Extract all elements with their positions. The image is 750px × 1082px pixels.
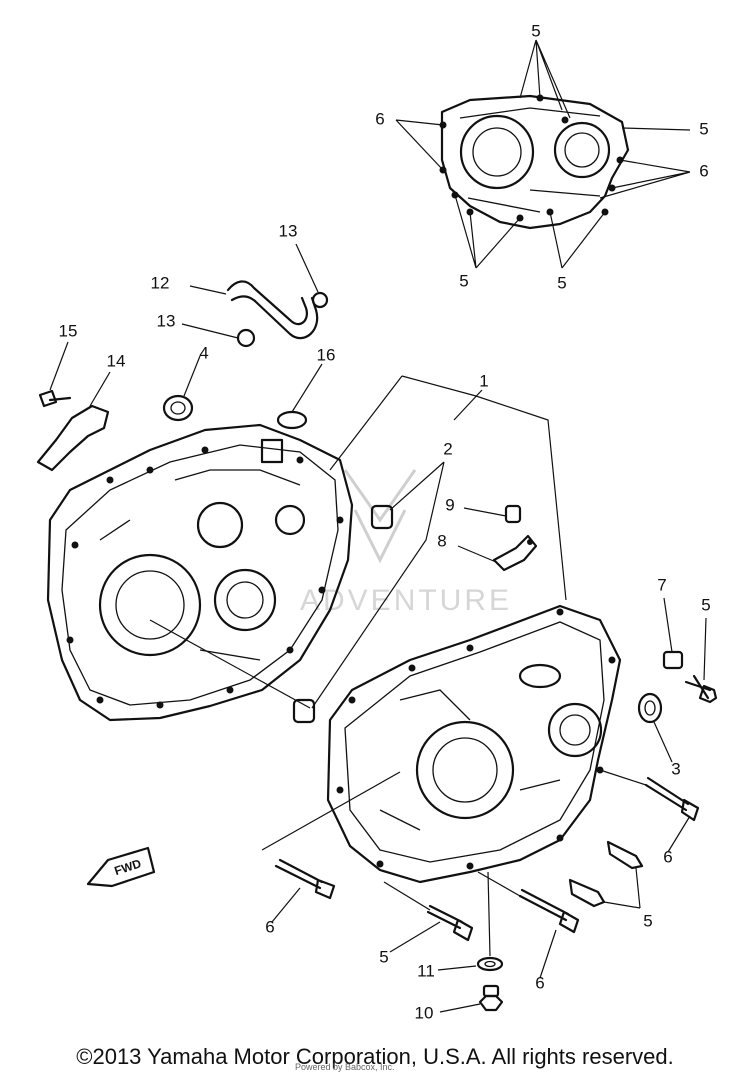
leader-14 xyxy=(89,371,111,407)
callout-7: 7 xyxy=(657,575,666,594)
callout-12: 12 xyxy=(151,273,170,292)
callout-1: 1 xyxy=(479,371,488,390)
callout-14: 14 xyxy=(107,351,126,370)
leader-12 xyxy=(189,285,227,295)
callout-4: 4 xyxy=(199,343,208,362)
callout-labels: 5 6 5 6 5 5 13 12 13 15 14 4 16 1 2 9 8 … xyxy=(59,21,711,1022)
alignment-line xyxy=(149,619,311,709)
screw-9 xyxy=(504,504,522,524)
callout-10: 10 xyxy=(415,1003,434,1022)
callout-9: 9 xyxy=(445,495,454,514)
leader-3 xyxy=(653,721,673,763)
callout-16: 16 xyxy=(317,345,336,364)
callout-6-inset-right: 6 xyxy=(699,161,708,180)
leader-10 xyxy=(439,1003,481,1013)
leader-7 xyxy=(663,597,673,653)
callout-5-bottom: 5 xyxy=(379,947,388,966)
bolt-5-bottom xyxy=(426,904,474,942)
leader-6-right xyxy=(667,815,691,853)
copyright-notice: ©2013 Yamaha Motor Corporation, U.S.A. A… xyxy=(76,1044,674,1069)
fwd-label: FWD xyxy=(113,856,144,878)
drain-plug-10 xyxy=(478,984,504,1012)
leader-16 xyxy=(291,363,323,413)
callout-3: 3 xyxy=(671,759,680,778)
crankcase-exploded-diagram: ADVENTURE xyxy=(36,21,718,1022)
bolt-6-bottom-left xyxy=(274,858,336,900)
callout-5-top: 5 xyxy=(531,21,540,40)
drain-axis xyxy=(487,871,491,957)
callout-13-upper: 13 xyxy=(279,221,298,240)
leader-5-right xyxy=(603,867,641,909)
callout-5-inset-bottom-left: 5 xyxy=(459,271,468,290)
bolt-5-upper-right xyxy=(684,674,718,704)
callout-6-left: 6 xyxy=(265,917,274,936)
oil-seal-3 xyxy=(637,692,663,724)
callout-5-inset-bottom-right: 5 xyxy=(557,273,566,292)
bolt-6-right xyxy=(644,776,700,822)
bolt-6-bottom-right xyxy=(518,888,580,934)
dowel-pin-lower xyxy=(292,698,316,724)
leader-6-right-b xyxy=(599,769,647,786)
breather-hose xyxy=(226,280,329,348)
leader-13a xyxy=(295,243,319,293)
watermark-logo-icon xyxy=(343,469,417,564)
callout-13-lower: 13 xyxy=(157,311,176,330)
callout-5-right-bottom: 5 xyxy=(643,911,652,930)
leader-5-upper-right xyxy=(703,617,707,681)
callout-8: 8 xyxy=(437,531,446,550)
watermark-text: ADVENTURE xyxy=(300,584,512,617)
leader-6-bottom-right xyxy=(539,929,557,979)
callout-15: 15 xyxy=(59,321,78,340)
callout-2: 2 xyxy=(443,439,452,458)
callout-6-bottom: 6 xyxy=(535,973,544,992)
inset-leader-lines xyxy=(395,39,691,269)
callout-6-right: 6 xyxy=(663,847,672,866)
leader-1b xyxy=(329,375,483,471)
bolt-15 xyxy=(38,389,72,408)
callout-6-inset-left: 6 xyxy=(375,109,384,128)
leader-15 xyxy=(49,341,69,391)
crankcase-inset-drawing xyxy=(439,94,630,230)
leader-8 xyxy=(457,545,497,563)
bracket-14 xyxy=(36,404,110,472)
leader-4 xyxy=(183,355,201,397)
leader-9 xyxy=(463,507,507,517)
bolt-5-right-b xyxy=(568,878,606,908)
dowel-pin-upper xyxy=(370,504,394,530)
leader-6-bottom-left xyxy=(271,887,301,923)
callout-5-right-top: 5 xyxy=(701,595,710,614)
leader-11 xyxy=(437,965,477,971)
leader-6-bottom-left-a xyxy=(261,771,401,851)
right-crankcase-half xyxy=(326,604,622,884)
leader-2 xyxy=(311,461,445,709)
powered-by-credit: Powered by Babcox, Inc. xyxy=(295,1062,395,1072)
leader-6-bottom-right-b xyxy=(477,871,521,897)
leader-13b xyxy=(181,323,239,339)
leader-5-bottom-b xyxy=(383,881,431,911)
fwd-arrow-icon: FWD xyxy=(86,846,156,888)
washer-11 xyxy=(476,956,504,972)
leader-1a xyxy=(401,375,567,601)
callout-11: 11 xyxy=(417,961,435,980)
bolt-5-right-a xyxy=(606,840,644,870)
oil-seal-4 xyxy=(162,394,194,422)
leader-5-bottom xyxy=(389,921,441,953)
plate-8 xyxy=(492,534,538,572)
watermark: ADVENTURE xyxy=(300,469,512,617)
left-crankcase-half xyxy=(46,410,354,722)
callout-5-inset-right: 5 xyxy=(699,119,708,138)
plug-7 xyxy=(662,650,684,670)
